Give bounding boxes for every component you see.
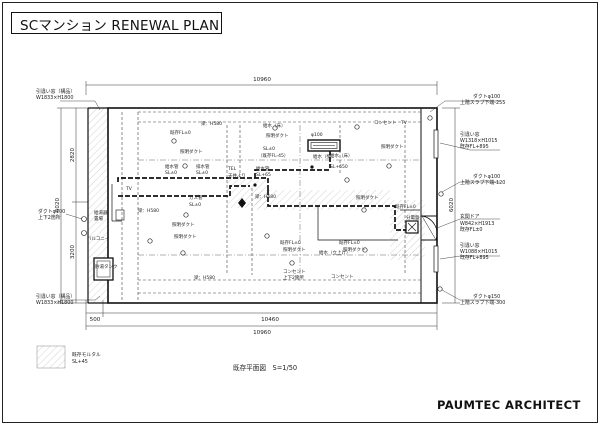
label-beam-h580-mid: 梁：H580 (138, 207, 159, 214)
legend-swatch (36, 345, 66, 369)
dim-right-total: 6020 (449, 197, 455, 212)
label-balcony: バルコニー (87, 236, 110, 242)
note-window-top-left-2: W1833×H1800 (36, 95, 74, 101)
drawing-title: 既存平面図 S=1/50 (233, 363, 297, 372)
label-sl-65: SL+65 (256, 172, 271, 178)
note-duct-left-1: ダクトφ100 (38, 208, 65, 215)
label-drain-pipe: 排水管 (196, 163, 210, 170)
circle-light-icon (147, 115, 444, 292)
label-water-wall: 給水（壁） (313, 153, 336, 160)
dim-bottom-inner: 10460 (261, 317, 279, 323)
dimension-lines (57, 81, 460, 330)
label-lighting-duct-r: 照明ダクト (381, 143, 404, 150)
label-gas-pipe: ガス管 (189, 194, 203, 201)
note-window-right-1-c: 既存FL+895 (460, 143, 489, 150)
label-lighting-duct-1: 照明ダクト (180, 148, 203, 155)
dim-bottom-left: 500 (90, 317, 101, 323)
tel-marker (238, 198, 246, 208)
legend-line-2: SL+45 (72, 359, 88, 365)
label-existing-fl-r: 既存FL±0 (395, 203, 416, 210)
walls (87, 107, 438, 304)
label-water-floor-2: 給水（床） (330, 152, 353, 159)
label-consent-tv: コンセント TV (374, 120, 408, 126)
label-beam-h580-top: 梁：H580 (201, 120, 222, 127)
label-sl-gas: SL±0 (189, 202, 201, 208)
label-lighting-duct-left: 照明ダクト (174, 233, 197, 240)
page-title: SCマンション RENEWAL PLAN (20, 18, 220, 34)
note-window-right-2-b: W1088×H1015 (460, 249, 498, 255)
note-window-bottom-left-1: 引違い窓（構品） (36, 293, 75, 300)
right-windows (433, 129, 439, 273)
dim-left-upper: 2820 (70, 147, 76, 162)
label-water-heater-1: 給湯器 (94, 209, 108, 216)
note-duct-mid-right-2: 上階スラブ下端-120 (460, 179, 505, 186)
label-water-floor-1: 給水（床） (263, 122, 286, 129)
note-door-3: 既存FL±0 (460, 226, 483, 233)
label-phi100: φ100 (311, 132, 323, 138)
label-existing-fl45: （既存FL-45） (258, 152, 288, 159)
label-sl-drain: SL±0 (196, 170, 208, 176)
dim-bottom-total: 10960 (253, 330, 271, 336)
label-water-pipe-2: 給水管 (256, 165, 270, 172)
label-beam-h680: 梁：H680 (255, 193, 276, 200)
thin-pipes (111, 184, 420, 241)
label-distribution: 分電盤 (406, 214, 420, 221)
note-window-top-left-1: 引違い窓（構品） (36, 88, 75, 95)
dim-left-total: 6020 (55, 197, 61, 212)
label-lighting-duct-mid: 照明ダクト (356, 194, 379, 201)
note-duct-left-2: 上下2箇所 (38, 214, 61, 221)
note-door-1: 玄関ドア (460, 213, 480, 220)
beam-lines (121, 111, 421, 300)
door-swing-icon (421, 215, 438, 241)
mortar-zone-b (255, 190, 390, 210)
label-sl-650: SL+650 (330, 164, 348, 170)
note-window-right-1-b: W1318×H1015 (460, 138, 498, 144)
note-duct-bottom-right-2: 上階スラブ下端-300 (460, 299, 505, 306)
label-consent-b: コンセント (331, 274, 354, 280)
note-duct-mid-right-1: ダクトφ100 (473, 173, 500, 180)
label-sl-0-mid: SL±0 (263, 146, 275, 152)
ceiling-grid (138, 125, 421, 275)
label-existing-fl-c2: 既存FL±0 (339, 239, 360, 246)
note-window-right-2-a: 引違い窓 (460, 242, 480, 249)
note-door-2: W842×H1913 (460, 221, 494, 227)
label-sl-top: SL±0 (165, 170, 177, 176)
label-water-pipe-1: 給水管 (165, 163, 179, 170)
label-water-heater-2: 置場 (94, 215, 103, 222)
tank-box (93, 257, 114, 281)
note-window-right-1-a: 引違い窓 (460, 131, 480, 138)
label-tank: 貯湯タンク (95, 263, 118, 270)
dim-top: 10960 (253, 77, 271, 83)
label-consent-ud-2: 上下2箇所 (283, 274, 304, 281)
label-tel: TEL (227, 166, 237, 172)
note-duct-top-right-1: ダクトφ100 (473, 93, 500, 100)
title-frame (11, 12, 222, 34)
distribution-board-icon (405, 220, 419, 234)
label-consent-ud-1: コンセント (283, 269, 306, 275)
label-lighting-duct-c2: 照明ダクト (343, 246, 366, 253)
label-lighting-duct-c: 照明ダクト (283, 246, 306, 253)
label-lighting-duct-rb: 照明ダクト (172, 221, 195, 228)
label-tv-left: TV (125, 186, 133, 192)
label-existing-fl-c: 既存FL±0 (280, 239, 301, 246)
label-lighting-duct-top: 照明ダクト (266, 132, 289, 139)
balcony-mortar (88, 108, 108, 303)
company-name: PAUMTEC ARCHITECT (437, 398, 581, 412)
label-water-updown: 給水（立上げ） (319, 249, 351, 256)
note-window-bottom-left-2: W1833×H1800 (36, 300, 74, 306)
label-tenbukuri: 天井より (228, 172, 246, 179)
legend-line-1: 既存モルタル (72, 351, 101, 358)
dim-left-lower: 3200 (70, 244, 76, 259)
label-existing-fl-tl: 既存FL±0 (170, 129, 191, 136)
note-duct-top-right-2: 上階スラブ下端-255 (460, 99, 505, 106)
note-duct-bottom-right-1: ダクトφ150 (473, 293, 500, 300)
label-beam-h580-bot: 梁：H580 (194, 274, 215, 281)
note-window-right-2-c: 既存FL+895 (460, 254, 489, 261)
meter-box-icon (307, 139, 341, 152)
leader-lines (60, 100, 500, 301)
